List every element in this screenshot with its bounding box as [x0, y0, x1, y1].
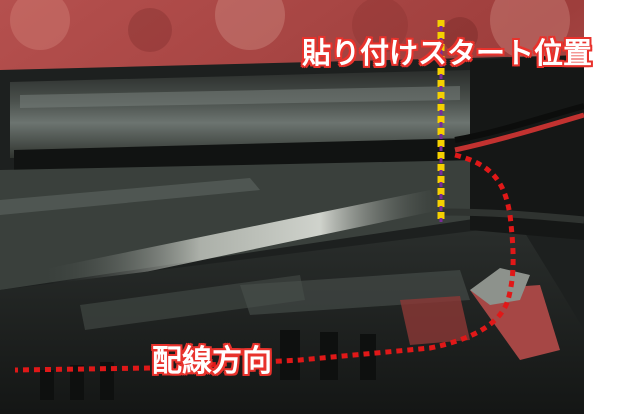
metal-bracket: [470, 268, 530, 305]
black-wire: [439, 208, 585, 224]
clip-teeth: [40, 330, 376, 400]
start-position-label: 貼り付けスタート位置: [302, 36, 593, 70]
carpet-texture: [10, 0, 570, 60]
wiring-direction-label: 配線方向: [152, 344, 272, 379]
red-wire: [454, 112, 585, 153]
metal-shine: [40, 190, 440, 290]
